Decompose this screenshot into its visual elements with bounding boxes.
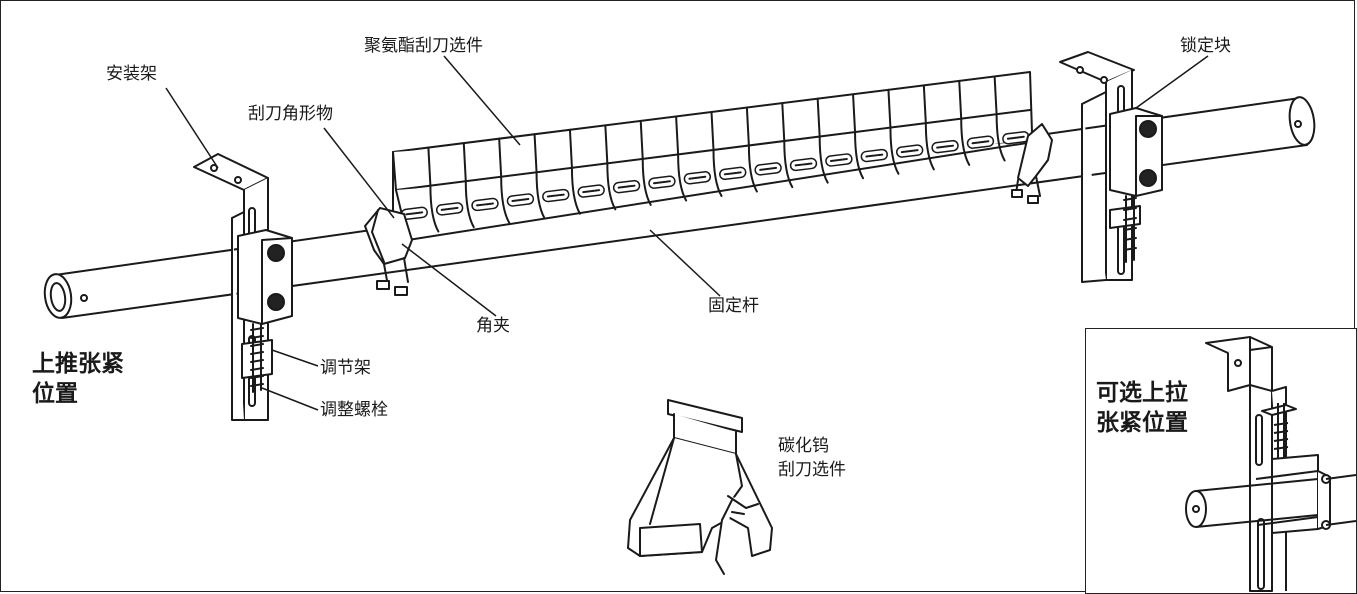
flexco-badge [719,166,747,181]
flexco-badge [542,188,570,203]
label-carbide-line2: 刮刀选件 [778,460,846,480]
blade-divider [427,146,440,233]
label-fixed-rod: 固定杆 [708,296,759,316]
flexco-badges [400,131,1030,221]
blade-divider [887,88,900,175]
flexco-badge [577,184,605,198]
flexco-badge [506,193,535,207]
blade-divider [568,128,581,215]
flexco-badge [931,139,959,154]
label-optional-pull-line1: 可选上拉 [1096,380,1188,406]
carbide-blade-option [627,399,773,575]
blade-divider [922,84,935,171]
label-mounting-bracket: 安装架 [106,64,157,84]
label-carbide-line1: 碳化钨 [778,436,829,456]
label-urethane-blade-option: 聚氨酯刮刀选件 [364,36,483,56]
flexco-badge [860,148,888,163]
blade-divider [710,111,723,197]
flexco-badge [825,153,853,167]
label-adjusting-bolt: 调整螺栓 [320,400,388,420]
flexco-badge [648,175,676,189]
label-optional-pull-line2: 张紧位置 [1096,410,1188,436]
blade-divider [958,79,971,166]
blade-divider [462,142,475,229]
blade-divider [639,119,652,206]
right-corner-clamp [1011,123,1053,204]
label-lock-block: 锁定块 [1180,36,1231,56]
flexco-badge [612,179,641,194]
blade-dividers [427,75,1006,233]
flexco-badge [895,144,924,158]
flexco-badge [754,162,782,176]
label-upper-tension-line1: 上推张紧 [32,351,124,377]
blade-divider [604,124,617,211]
flexco-badge [435,202,464,216]
blade-divider [816,97,829,184]
blade-divider [781,102,794,189]
flexco-badge [683,171,712,185]
blade-divider [533,133,546,220]
leader-lines [165,55,1209,411]
label-adjusting-frame: 调节架 [320,358,371,378]
blade-divider [675,115,688,202]
left-mounting-bracket [193,153,293,421]
blade-divider [745,106,758,193]
right-mounting-bracket [1059,51,1163,283]
blade-divider [498,137,511,224]
flexco-badge [471,197,499,212]
flexco-badge [789,157,818,172]
label-blade-corner: 刮刀角形物 [248,104,333,124]
optional-pull-tension-inset: 可选上拉 张紧位置 [1085,328,1357,594]
urethane-blade-bank [392,71,1047,241]
blade-divider [852,93,865,180]
left-corner-clamp [364,207,413,296]
label-corner-clamp: 角夹 [476,316,510,336]
blade-divider [993,75,1006,162]
label-upper-tension-line2: 位置 [32,381,78,407]
flexco-badge [966,135,995,149]
inset-bracket-drawing [1185,336,1356,592]
